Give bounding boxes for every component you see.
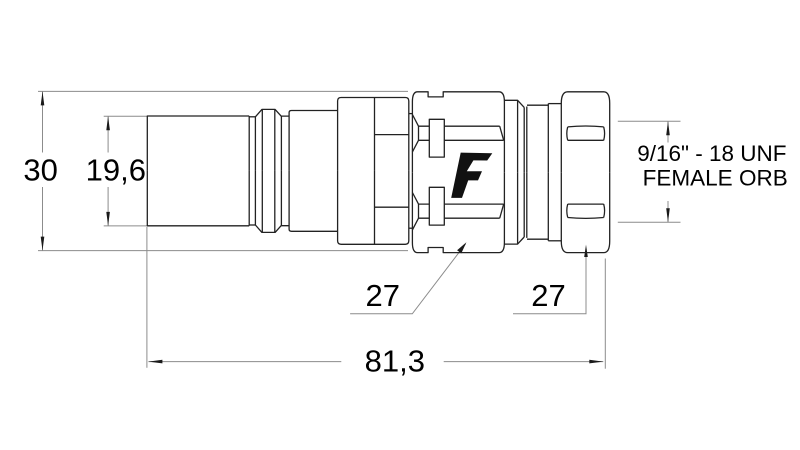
- svg-text:19,6: 19,6: [86, 152, 146, 187]
- svg-text:9/16" - 18 UNF: 9/16" - 18 UNF: [637, 141, 786, 166]
- svg-text:27: 27: [531, 278, 565, 313]
- svg-text:30: 30: [23, 152, 57, 187]
- svg-text:FEMALE ORB: FEMALE ORB: [643, 166, 788, 191]
- svg-text:27: 27: [366, 278, 400, 313]
- svg-text:81,3: 81,3: [365, 344, 425, 379]
